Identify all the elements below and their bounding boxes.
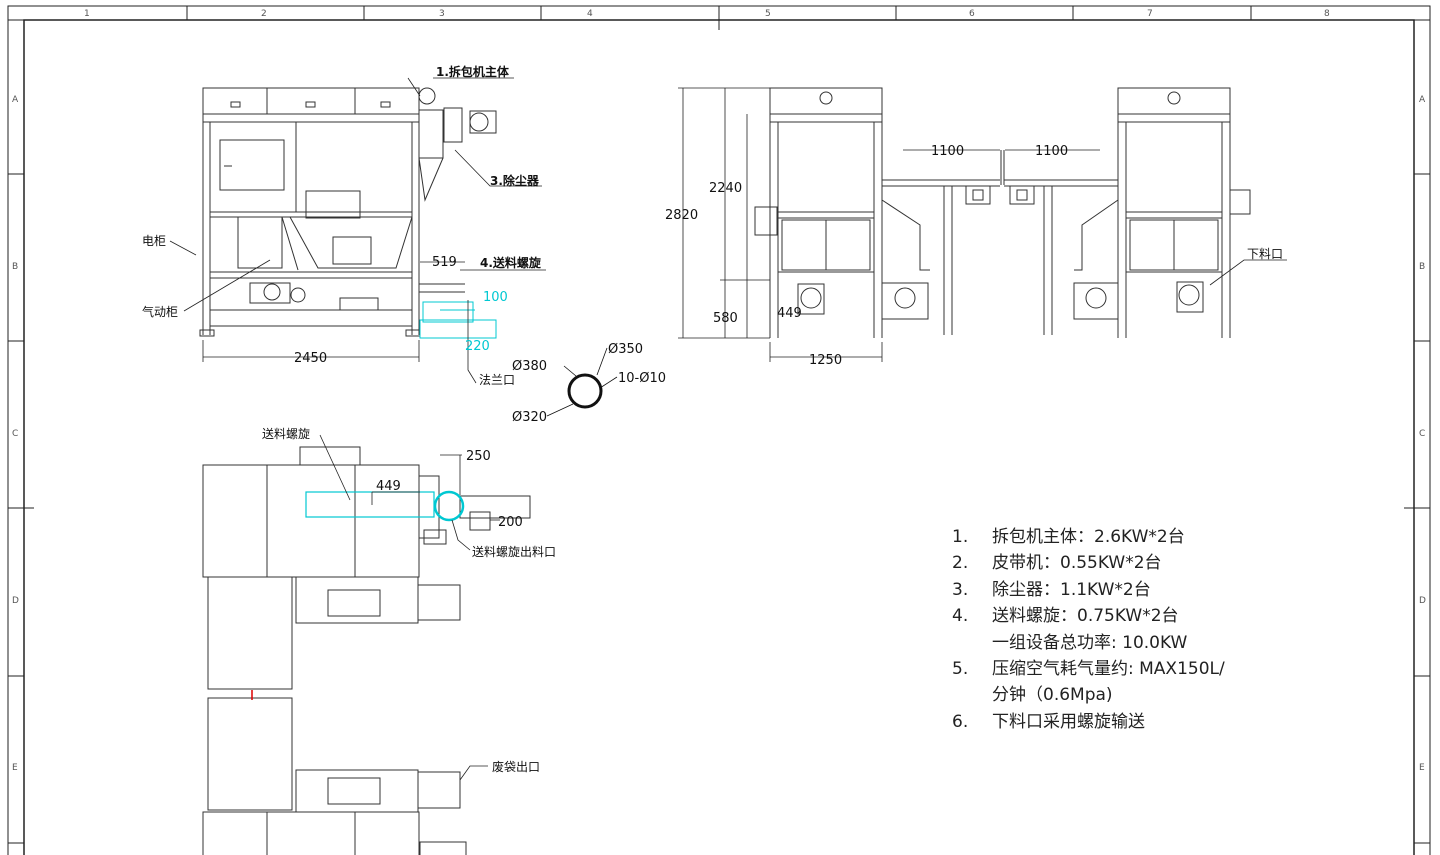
spec-list: 1. 拆包机主体：2.6KW*2台 2. 皮带机：0.55KW*2台 3. 除尘…: [952, 524, 1225, 735]
dim-width: 2450: [294, 351, 327, 366]
spec-line: 拆包机主体：2.6KW*2台: [992, 527, 1185, 547]
callout-pneumatic-cabinet: 气动柜: [142, 304, 178, 319]
side-view-dims: [678, 87, 1287, 362]
callout-feed-screw: 4.送料螺旋: [480, 255, 542, 270]
dim-220: 220: [465, 339, 490, 354]
dim-519: 519: [432, 255, 457, 270]
spec-item: 6. 下料口采用螺旋输送: [952, 709, 1225, 735]
spec-item: 4. 送料螺旋：0.75KW*2台 一组设备总功率: 10.0KW: [952, 603, 1225, 656]
spec-item: 1. 拆包机主体：2.6KW*2台: [952, 524, 1225, 550]
callout-flange: 法兰口: [479, 373, 515, 387]
flange-d350: Ø350: [608, 342, 643, 357]
grid-row-label: C: [1419, 429, 1425, 439]
spec-item: 3. 除尘器：1.1KW*2台: [952, 577, 1225, 603]
spec-num: 5.: [952, 659, 969, 680]
spec-line: 一组设备总功率: 10.0KW: [992, 632, 1188, 653]
top-view-cyan: [305, 490, 465, 522]
dim-449-side: 449: [777, 306, 802, 321]
spec-line: 皮带机：0.55KW*2台: [992, 553, 1162, 574]
front-view: [199, 87, 497, 337]
spec-num: 2.: [952, 553, 969, 574]
grid-row-label: B: [12, 262, 18, 272]
spec-line: 除尘器：1.1KW*2台: [992, 579, 1151, 600]
flange-detail: [546, 347, 618, 417]
spec-line: 下料口采用螺旋输送: [992, 711, 1145, 732]
grid-row-label: D: [1419, 596, 1426, 606]
spec-line: 送料螺旋：0.75KW*2台: [992, 606, 1179, 627]
grid-row-label: C: [12, 429, 18, 439]
grid-row-label: D: [12, 596, 19, 606]
callout-top-feed-screw: 送料螺旋: [262, 426, 310, 441]
dim-200: 200: [498, 515, 523, 530]
grid-labels: 1 2 3 4 5 6 7 8 A B C D E A B C D E: [12, 9, 1426, 773]
callout-main-body: 1.拆包机主体: [436, 64, 510, 79]
side-view: [754, 87, 1251, 338]
dim-100: 100: [483, 290, 508, 305]
front-view-cyan: [419, 301, 497, 339]
spec-num: 6.: [952, 711, 969, 732]
callout-discharge: 下料口: [1247, 247, 1283, 261]
flange-holes: 10-Ø10: [618, 371, 666, 386]
dim-lower-height: 580: [713, 311, 738, 326]
callout-dust-collector: 3.除尘器: [490, 173, 540, 188]
spec-line: 分钟（0.6Mpa): [992, 685, 1113, 706]
callout-electric-cabinet: 电柜: [142, 234, 166, 248]
spec-item: 2. 皮带机：0.55KW*2台: [952, 550, 1225, 576]
grid-col-label: 5: [765, 9, 771, 19]
grid-row-label: E: [12, 763, 18, 773]
dim-250: 250: [466, 449, 491, 464]
grid-col-label: 8: [1324, 9, 1330, 19]
dim-upper-height: 2240: [709, 181, 742, 196]
grid-row-label: A: [1419, 95, 1426, 105]
front-view-dims: [169, 77, 546, 384]
grid-col-label: 4: [587, 9, 593, 19]
spec-num: 3.: [952, 579, 969, 600]
flange-d380: Ø380: [512, 359, 547, 374]
spec-num: 1.: [952, 527, 969, 547]
dim-depth: 1250: [809, 353, 842, 368]
drawing-frame: [7, 5, 1431, 855]
grid-col-label: 1: [84, 9, 90, 19]
dim-gap-left: 1100: [931, 144, 964, 159]
grid-row-label: B: [1419, 262, 1425, 272]
top-view: [202, 446, 531, 855]
spec-item: 5. 压缩空气耗气量约: MAX150L/ 分钟（0.6Mpa): [952, 656, 1225, 709]
grid-col-label: 6: [969, 9, 975, 19]
callout-waste-bag-outlet: 废袋出口: [492, 759, 540, 774]
flange-d320: Ø320: [512, 410, 547, 425]
spec-num: 4.: [952, 606, 969, 627]
dim-449-top: 449: [376, 479, 401, 494]
spec-line: 压缩空气耗气量约: MAX150L/: [992, 659, 1225, 680]
grid-row-label: A: [12, 95, 19, 105]
callout-screw-outlet: 送料螺旋出料口: [472, 544, 556, 559]
grid-col-label: 7: [1147, 9, 1153, 19]
dim-gap-right: 1100: [1035, 144, 1068, 159]
grid-col-label: 2: [261, 9, 267, 19]
grid-row-label: E: [1419, 763, 1425, 773]
top-view-dims: [319, 434, 500, 781]
dim-total-height: 2820: [665, 208, 698, 223]
grid-col-label: 3: [439, 9, 445, 19]
